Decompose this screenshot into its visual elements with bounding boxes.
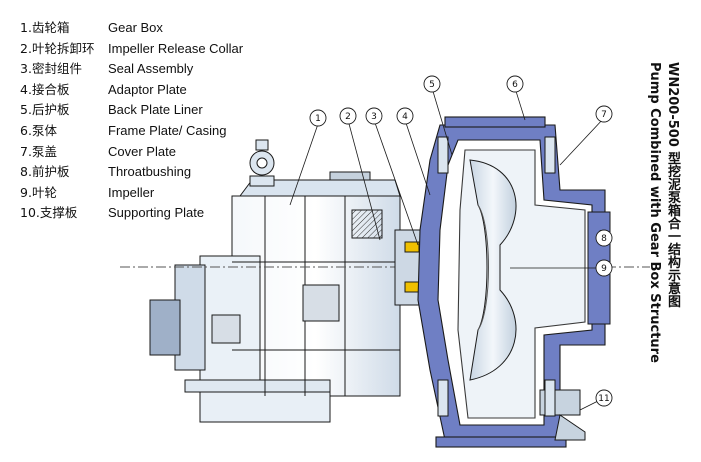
legend-chinese-label: 齿轮箱 <box>31 20 70 35</box>
legend-chinese-label: 密封组件 <box>31 61 82 77</box>
callout-3: 3 <box>365 107 383 125</box>
legend-english-label: Impeller <box>108 184 155 200</box>
legend-chinese-label: 支撑板 <box>39 205 78 221</box>
legend-number: 2. <box>20 40 32 56</box>
legend-number: 6. <box>20 122 32 138</box>
callout-label: 11 <box>598 394 609 404</box>
lifting-eye <box>249 139 275 187</box>
callout-label: 3 <box>371 112 377 122</box>
callout-9: 9 <box>595 259 613 277</box>
callout-6: 6 <box>506 75 524 93</box>
legend-english-label: Impeller Release Collar <box>108 40 244 56</box>
callout-label: 2 <box>345 112 351 122</box>
legend-english-label: Throatbushing <box>108 164 192 180</box>
callout-leaders <box>289 87 605 411</box>
legend-english-label: Adaptor Plate <box>108 81 187 97</box>
callout-label: 5 <box>429 80 435 90</box>
callout-11: 11 <box>595 389 613 407</box>
callout-5: 5 <box>423 75 441 93</box>
callout-1: 1 <box>309 109 327 127</box>
legend-english-label: Back Plate Liner <box>108 102 203 118</box>
legend-chinese-label: 泵盖 <box>31 143 57 159</box>
callout-2: 2 <box>339 107 357 125</box>
callout-label: 1 <box>315 114 321 124</box>
legend-chinese-label: 后护板 <box>31 102 70 118</box>
callout-label: 4 <box>402 112 408 122</box>
callout-label: 9 <box>601 264 607 274</box>
legend-number: 7. <box>20 143 32 159</box>
legend-chinese-label: 叶轮 <box>31 184 57 200</box>
callout-label: 7 <box>601 110 607 120</box>
legend-number: 5. <box>20 102 32 118</box>
title-chinese: WN200-500 型挖泥泵箱合一结构示意图 <box>665 62 680 308</box>
legend-english-label: Gear Box <box>108 20 163 35</box>
legend-number: 3. <box>20 61 32 77</box>
title-english: Pump Combined with Gear Box Structure <box>647 62 662 363</box>
legend-chinese-label: 泵体 <box>31 122 57 138</box>
legend-chinese-label: 前护板 <box>31 164 70 180</box>
legend-english-label: Cover Plate <box>108 143 176 159</box>
impeller <box>469 159 517 381</box>
legend-chinese-label: 叶轮拆卸环 <box>31 40 95 56</box>
legend-number: 9. <box>20 184 32 200</box>
legend-number: 10. <box>20 205 40 221</box>
casing-bolts <box>437 136 556 417</box>
legend-number: 1. <box>20 20 32 35</box>
callout-8: 8 <box>595 229 613 247</box>
legend-english-label: Frame Plate/ Casing <box>108 122 227 138</box>
legend-number: 8. <box>20 164 32 180</box>
legend-english-label: Seal Assembly <box>108 61 194 77</box>
callout-label: 6 <box>512 80 518 90</box>
callout-7: 7 <box>595 105 613 123</box>
legend-number: 4. <box>20 81 32 97</box>
legend-english-label: Supporting Plate <box>108 205 205 221</box>
legend-chinese-label: 接合板 <box>31 81 70 97</box>
callout-label: 8 <box>601 234 607 244</box>
callout-4: 4 <box>396 107 414 125</box>
